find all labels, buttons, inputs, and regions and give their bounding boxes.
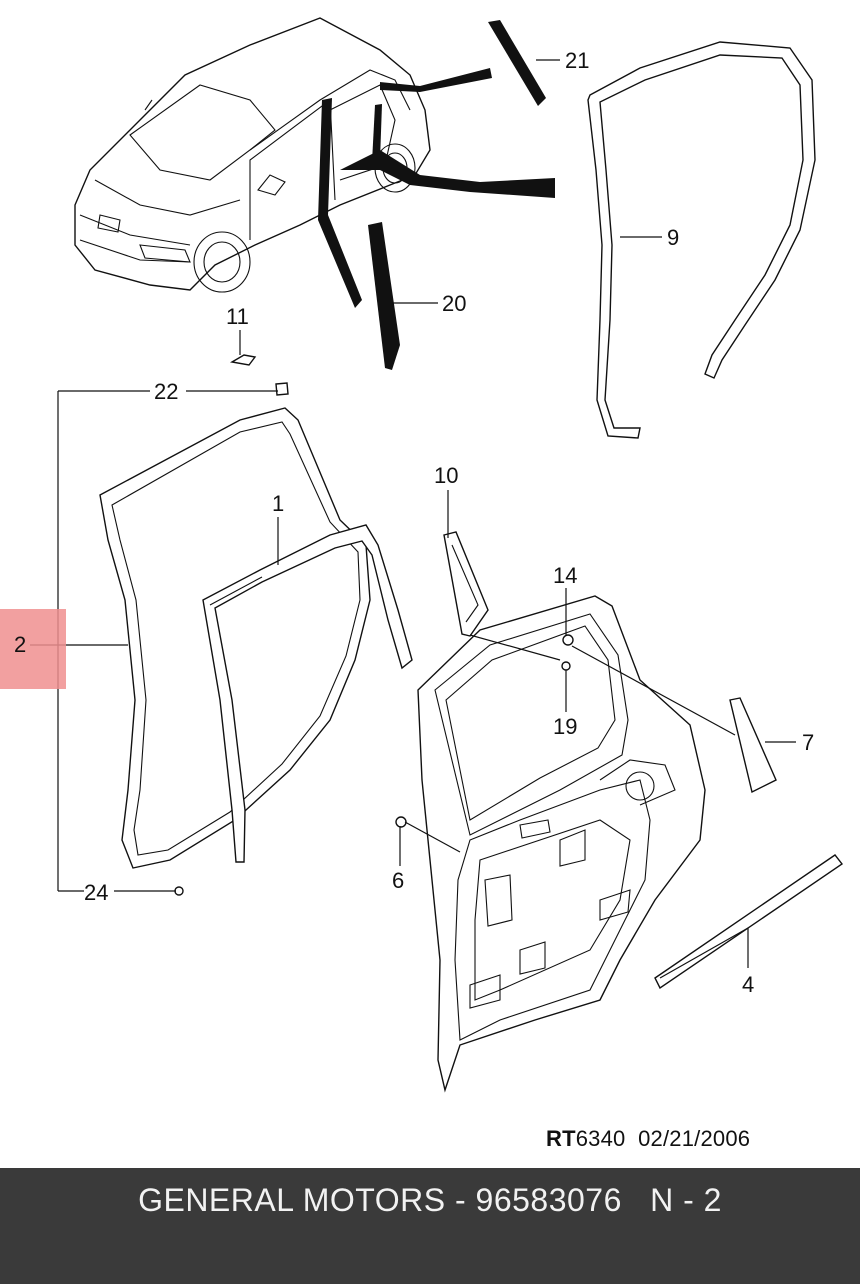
callout-22: 22 xyxy=(154,379,178,404)
part-4-moulding xyxy=(654,854,844,990)
part-7-trim xyxy=(729,697,777,794)
footer-gap xyxy=(622,1182,650,1218)
part-6-bolt xyxy=(395,816,407,828)
callout-1: 1 xyxy=(272,491,284,516)
part-24-clip xyxy=(174,886,184,896)
callout-4: 4 xyxy=(742,972,754,997)
highlight-box-part-2 xyxy=(0,609,66,689)
callout-19: 19 xyxy=(553,714,577,739)
reference-code-number: 6340 xyxy=(575,1126,626,1151)
callout-10: 10 xyxy=(434,463,458,488)
part-9-weatherstrip xyxy=(587,41,816,439)
callout-24: 24 xyxy=(84,880,108,905)
part-14-bolt xyxy=(562,634,574,646)
part-2-door-seal xyxy=(99,407,371,869)
part-22-clip xyxy=(275,382,289,396)
callout-2: 2 xyxy=(14,632,27,657)
callout-6: 6 xyxy=(392,868,404,893)
callout-9: 9 xyxy=(667,225,679,250)
diagram-reference: RT6340 02/21/2006 xyxy=(546,1126,750,1152)
footer-variant: N - 2 xyxy=(650,1182,722,1218)
part-1-glass-run xyxy=(202,524,413,863)
footer-separator: - xyxy=(445,1182,476,1218)
part-11-clip xyxy=(229,354,257,366)
footer-bar xyxy=(0,1168,860,1284)
callout-14: 14 xyxy=(553,563,577,588)
callouts: 21 9 20 11 22 1 10 14 19 7 6 24 4 xyxy=(84,48,814,997)
part-10-trim xyxy=(443,531,489,637)
callout-21: 21 xyxy=(565,48,589,73)
parts-diagram: 21 9 20 11 22 1 10 14 19 7 6 24 4 xyxy=(30,17,844,1093)
reference-code-prefix: RT xyxy=(546,1126,576,1151)
footer-part-number: 96583076 xyxy=(475,1182,622,1218)
part-19-nut xyxy=(561,661,571,671)
callout-7: 7 xyxy=(802,730,814,755)
car-illustration xyxy=(74,17,555,370)
callout-11: 11 xyxy=(226,304,249,329)
footer-brand: GENERAL MOTORS xyxy=(138,1182,446,1218)
leader-lines xyxy=(30,59,796,979)
reference-date: 02/21/2006 xyxy=(638,1126,751,1151)
door-panel xyxy=(417,595,706,1093)
callout-20: 20 xyxy=(442,291,466,316)
footer-caption: GENERAL MOTORS - 96583076 N - 2 xyxy=(0,1178,860,1222)
